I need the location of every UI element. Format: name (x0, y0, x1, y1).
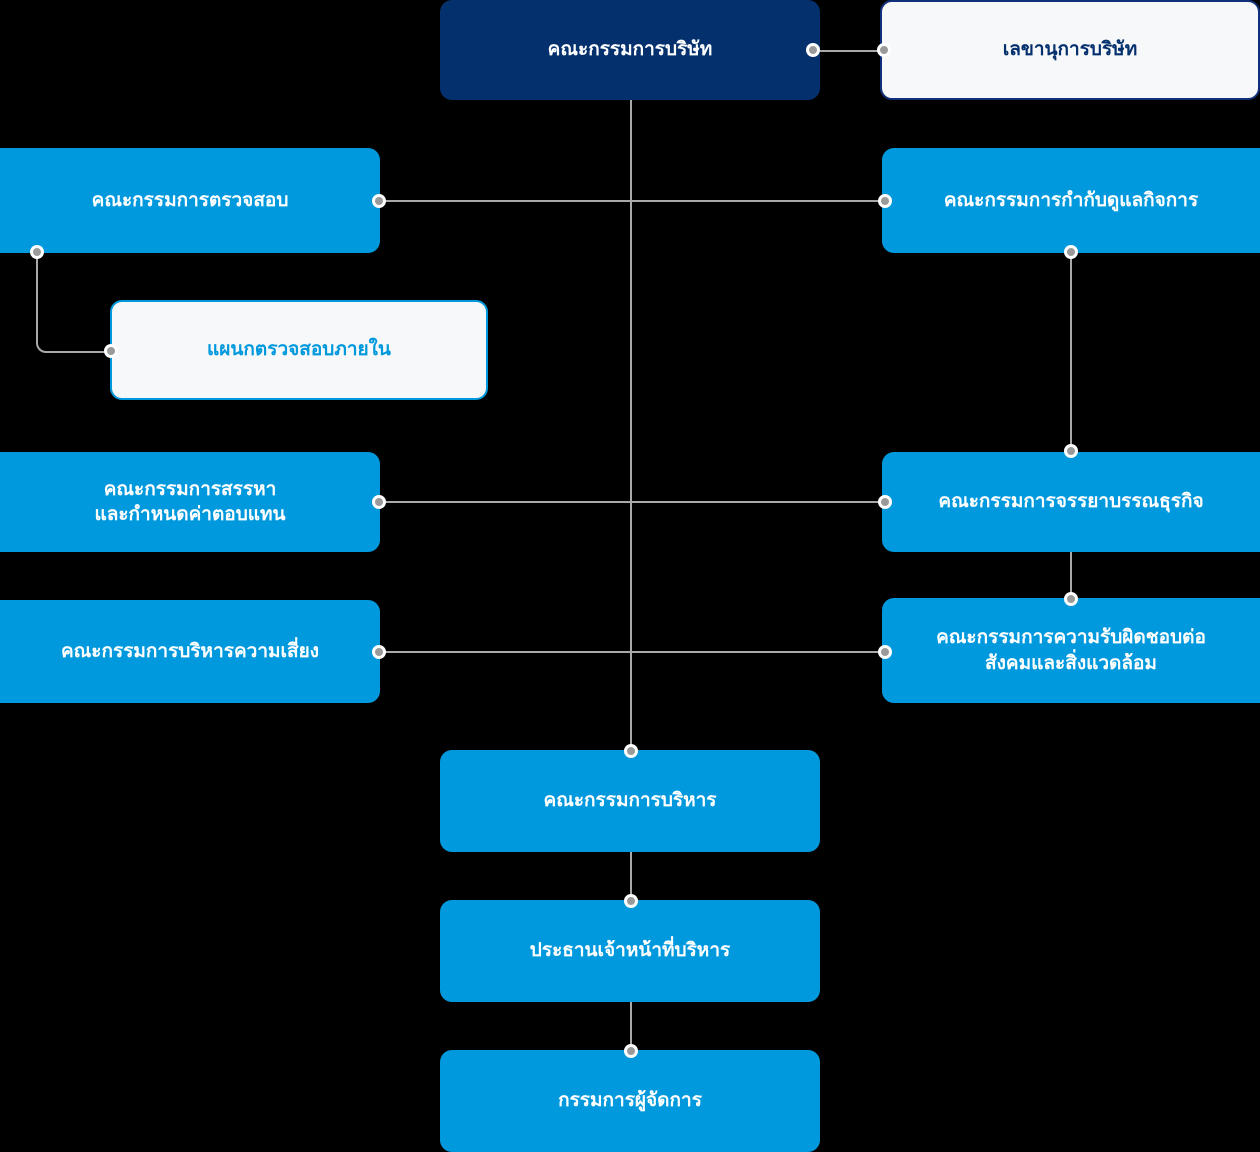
node-label: คณะกรรมการบริหารความเสี่ยง (60, 640, 320, 662)
node-label: กรรมการผู้จัดการ (558, 1090, 702, 1112)
connector-dot-ethics-top (1064, 444, 1078, 458)
connector-ceo-to-managing-director (630, 1001, 632, 1052)
connector-main-spine (630, 100, 632, 752)
connector-governance-to-ethics (1070, 252, 1072, 452)
connector-dot-board-right (806, 43, 820, 57)
node-label: คณะกรรมการตรวจสอบ (91, 189, 289, 211)
node-label: ประธานเจ้าหน้าที่บริหาร (529, 940, 731, 962)
connector-dot-governance-left (878, 194, 892, 208)
connector-row-nomination-ethics (379, 501, 885, 503)
node-internal-audit-department[interactable]: แผนกตรวจสอบภายใน (110, 300, 488, 400)
connector-dot-ethics-left (878, 495, 892, 509)
node-company-secretary[interactable]: เลขานุการบริษัท (880, 0, 1260, 100)
node-label: คณะกรรมการสรรหา และกำหนดค่าตอบแทน (94, 478, 286, 525)
connector-dot-risk-right (372, 645, 386, 659)
connector-row-risk-social (379, 651, 885, 653)
connector-dot-ceo-top (624, 894, 638, 908)
node-label: คณะกรรมการกำกับดูแลกิจการ (943, 189, 1199, 211)
connector-dot-governance-bottom (1064, 245, 1078, 259)
connector-executive-to-ceo (630, 851, 632, 902)
node-label: เลขานุการบริษัท (1002, 39, 1138, 61)
node-audit-committee[interactable]: คณะกรรมการตรวจสอบ (0, 148, 380, 253)
connector-board-to-secretary (812, 50, 884, 52)
node-business-ethics-committee[interactable]: คณะกรรมการจรรยาบรรณธุรกิจ (882, 452, 1260, 552)
node-label: คณะกรรมการบริษัท (547, 39, 713, 61)
node-social-environmental-committee[interactable]: คณะกรรมการความรับผิดชอบต่อ สังคมและสิ่งแ… (882, 598, 1260, 703)
connector-dot-managing-director-top (624, 1044, 638, 1058)
connector-dot-social-top (1064, 592, 1078, 606)
connector-row-audit-governance (379, 200, 885, 202)
node-chief-executive-officer[interactable]: ประธานเจ้าหน้าที่บริหาร (440, 900, 820, 1002)
node-label: คณะกรรมการจรรยาบรรณธุรกิจ (938, 491, 1204, 513)
connector-dot-audit-right (372, 194, 386, 208)
node-label: แผนกตรวจสอบภายใน (207, 339, 391, 361)
node-label: คณะกรรมการความรับผิดชอบต่อ สังคมและสิ่งแ… (936, 627, 1206, 674)
node-nomination-remuneration-committee[interactable]: คณะกรรมการสรรหา และกำหนดค่าตอบแทน (0, 452, 380, 552)
node-risk-management-committee[interactable]: คณะกรรมการบริหารความเสี่ยง (0, 600, 380, 703)
connector-ethics-to-social (1070, 552, 1072, 600)
connector-dot-social-left (878, 645, 892, 659)
node-executive-committee[interactable]: คณะกรรมการบริหาร (440, 750, 820, 852)
connector-dot-audit-bottom (30, 245, 44, 259)
connector-dot-nomination-right (372, 495, 386, 509)
node-label: คณะกรรมการบริหาร (543, 790, 717, 812)
connector-dot-internal-audit-left (104, 344, 118, 358)
node-board-of-directors[interactable]: คณะกรรมการบริษัท (440, 0, 820, 100)
connector-audit-to-internal-audit (36, 252, 114, 353)
connector-dot-executive-top (624, 744, 638, 758)
connector-dot-secretary-left (877, 43, 891, 57)
node-managing-director[interactable]: กรรมการผู้จัดการ (440, 1050, 820, 1152)
node-corporate-governance-committee[interactable]: คณะกรรมการกำกับดูแลกิจการ (882, 148, 1260, 253)
